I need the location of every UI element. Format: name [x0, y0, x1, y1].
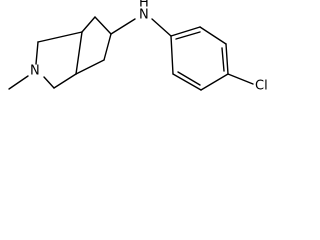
bond-ar-cl [227, 73, 254, 85]
amine-nitrogen-label: N [139, 8, 149, 23]
bond-c2-c3 [81, 16, 96, 33]
bond-ar-1 [170, 26, 201, 37]
bond-c4-c5 [103, 33, 112, 61]
bond-ar-3-inner [221, 47, 225, 72]
amine-hydrogen-label: H [139, 0, 149, 11]
bond-c5-c6 [75, 59, 105, 75]
bond-c3-c4 [94, 16, 112, 35]
bond-ar-6 [170, 35, 174, 75]
bond-ar-5 [172, 73, 202, 91]
bond-ring-nh [110, 18, 136, 35]
bond-c6-c7 [53, 73, 77, 89]
bond-c2-c6-bridge [75, 31, 83, 75]
bond-ar-5-inner [177, 71, 201, 86]
benzene-ring [170, 26, 229, 91]
chlorine-label: Cl [255, 79, 268, 94]
bond-nh-aryl [151, 18, 172, 37]
bridge-nitrogen-label: N [30, 64, 40, 79]
bond-n-c1 [35, 41, 39, 65]
bond-ar-2 [199, 26, 227, 45]
bond-c1-c2 [37, 31, 83, 43]
bond-ar-4 [200, 73, 229, 91]
bicyclic-ring [35, 16, 112, 89]
bond-c7-n [43, 76, 55, 89]
bond-ar-3 [225, 43, 229, 75]
chemical-structure-diagram: N N H Cl [8, 0, 268, 94]
bond-n-methyl [8, 75, 29, 90]
bond-ar-1-inner [175, 31, 201, 40]
